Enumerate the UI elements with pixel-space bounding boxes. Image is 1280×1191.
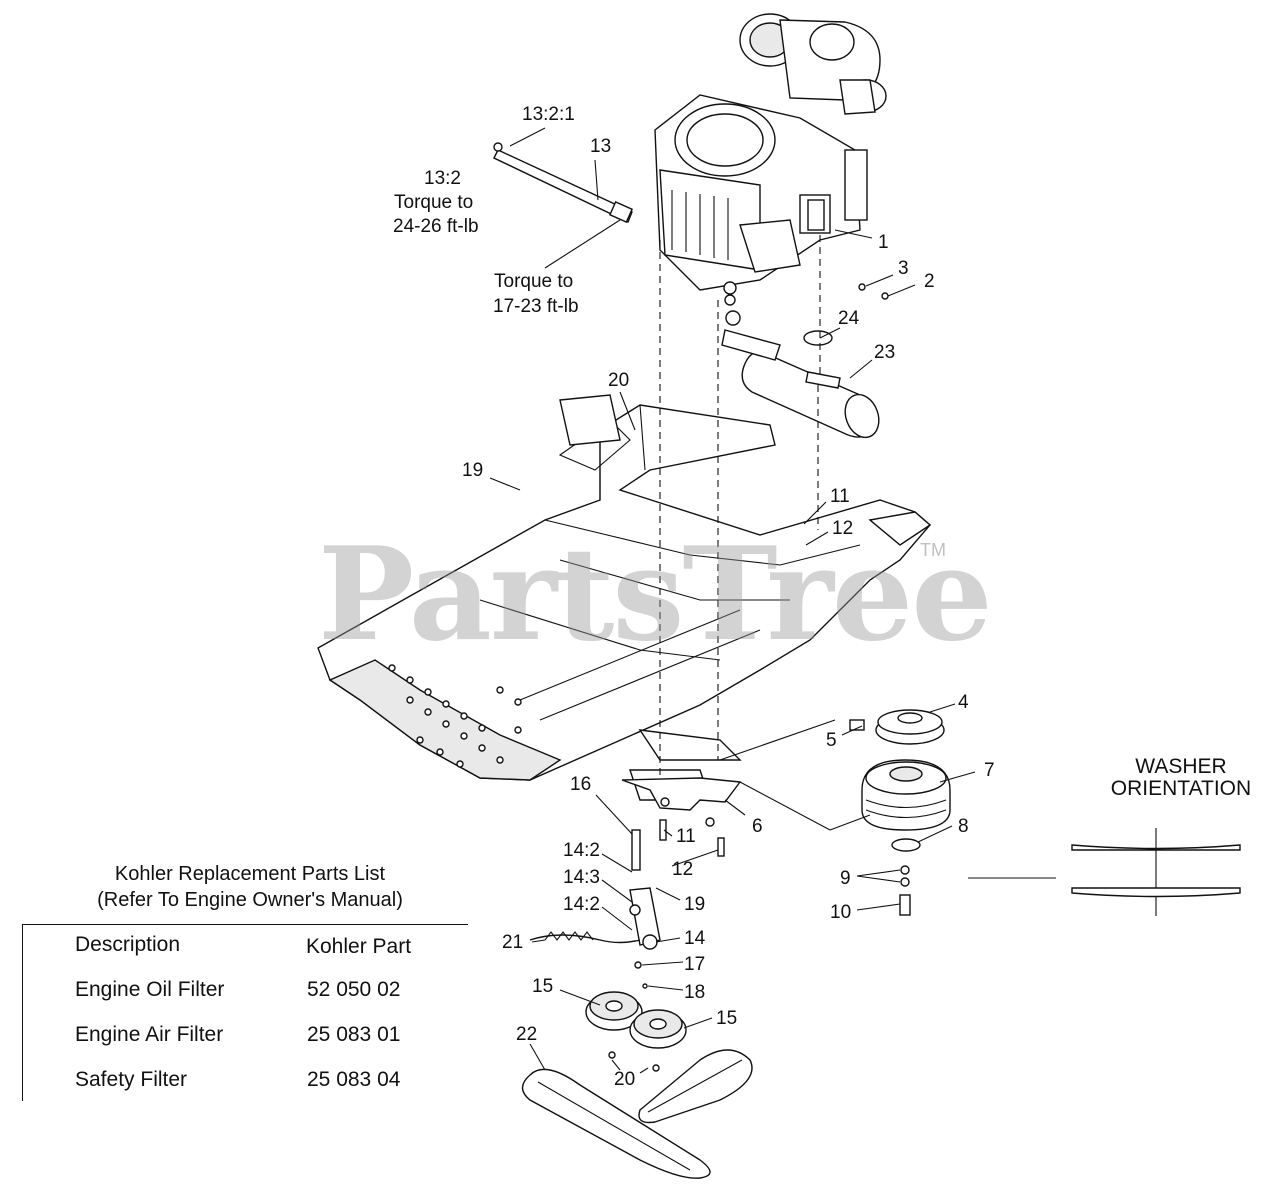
callout-12-bottom: 12: [672, 859, 693, 880]
washer-orientation-line2: ORIENTATION: [1110, 777, 1252, 800]
callout-14-3: 14:3: [563, 867, 600, 888]
washer-orientation-line1: WASHER: [1135, 755, 1227, 778]
washer-orientation-label: WASHER ORIENTATION: [1086, 756, 1276, 800]
engine-assembly: [493, 13, 889, 326]
torque-b-line2: 17-23 ft-lb: [493, 296, 579, 317]
bolt-10: [899, 894, 911, 916]
belt-22: [521, 1049, 753, 1179]
callout-10: 10: [830, 902, 851, 923]
callout-8: 8: [958, 816, 969, 837]
frame-holes: [388, 664, 522, 768]
callout-15-right: 15: [716, 1008, 737, 1029]
bolt-16: [631, 829, 641, 871]
washer-8: [891, 838, 921, 852]
callout-9: 9: [840, 868, 851, 889]
washer-9b: [900, 877, 910, 887]
callout-19-top: 19: [462, 460, 483, 481]
row-2-part: 25 083 01: [307, 1023, 401, 1046]
callout-23: 23: [874, 342, 895, 363]
callout-20-top: 20: [608, 370, 629, 391]
header-kohler-part: Kohler Part: [306, 935, 412, 958]
leader-lines: [489, 127, 976, 1074]
callout-13-2: 13:2: [424, 168, 461, 189]
nut-17: [634, 961, 642, 969]
callout-13-2-1: 13:2:1: [522, 104, 575, 125]
torque-a-line2: 24-26 ft-lb: [393, 216, 479, 237]
idler-bracket-6: [621, 777, 742, 827]
callout-1: 1: [878, 232, 889, 253]
callout-11-bottom: 11: [676, 826, 696, 847]
parts-table: Description Kohler Part Engine Oil Filte…: [22, 924, 468, 1101]
callout-6: 6: [752, 816, 763, 837]
callout-18: 18: [684, 982, 705, 1003]
bolt-12: [717, 837, 725, 857]
idler-pulley-15b: [629, 1009, 687, 1049]
muffler: [721, 329, 880, 439]
callout-14-2-b: 14:2: [563, 894, 600, 915]
callout-7: 7: [984, 760, 995, 781]
callout-3: 3: [898, 258, 909, 279]
callout-17: 17: [684, 954, 705, 975]
callout-14: 14: [684, 928, 706, 949]
watermark-trademark: TM: [920, 540, 946, 560]
row-3-description: Safety Filter: [75, 1068, 188, 1091]
callout-labels: 13:2:1 13:2 Torque to 24-26 ft-lb 13 Tor…: [393, 104, 995, 1090]
washer-9a: [900, 865, 910, 875]
key-5: [849, 719, 865, 731]
pulley-4: [875, 709, 945, 745]
callout-13: 13: [590, 136, 611, 157]
nut-20a: [608, 1051, 616, 1059]
row-2-description: Engine Air Filter: [75, 1023, 224, 1046]
idler-pulley-15a: [585, 991, 643, 1031]
callout-14-2-a: 14:2: [563, 840, 600, 861]
idler-arm-14: [629, 887, 661, 950]
bolt-11: [659, 819, 667, 841]
callout-20-bottom: 20: [614, 1069, 635, 1090]
callout-22: 22: [516, 1024, 537, 1045]
torque-a-line1: Torque to: [394, 192, 473, 213]
chassis-frame: [317, 394, 932, 801]
row-1-description: Engine Oil Filter: [75, 978, 225, 1001]
torque-b-line1: Torque to: [494, 271, 573, 292]
parts-table-title-line2: (Refer To Engine Owner's Manual): [97, 889, 403, 911]
callout-2: 2: [924, 271, 935, 292]
nut-20b: [652, 1064, 660, 1072]
parts-table-title-line1: Kohler Replacement Parts List: [114, 863, 386, 885]
clutch-7: [861, 759, 951, 831]
callout-12-top: 12: [832, 518, 853, 539]
spring-coils: [544, 931, 594, 941]
callout-21: 21: [502, 932, 523, 953]
row-1-part: 52 050 02: [307, 978, 401, 1001]
callout-15-left: 15: [532, 976, 553, 997]
washer-orientation-sketch: [968, 828, 1241, 916]
parts-table-title: Kohler Replacement Parts List (Refer To …: [40, 861, 460, 913]
header-description: Description: [75, 933, 181, 956]
washer-18: [642, 983, 648, 989]
callout-4: 4: [958, 692, 969, 713]
callout-16: 16: [570, 774, 591, 795]
callout-5: 5: [826, 730, 837, 751]
assembly-lines: [659, 235, 871, 831]
callout-19-bottom: 19: [684, 894, 705, 915]
callout-11-top: 11: [830, 486, 850, 507]
row-3-part: 25 083 04: [307, 1068, 401, 1091]
callout-24: 24: [838, 308, 860, 329]
